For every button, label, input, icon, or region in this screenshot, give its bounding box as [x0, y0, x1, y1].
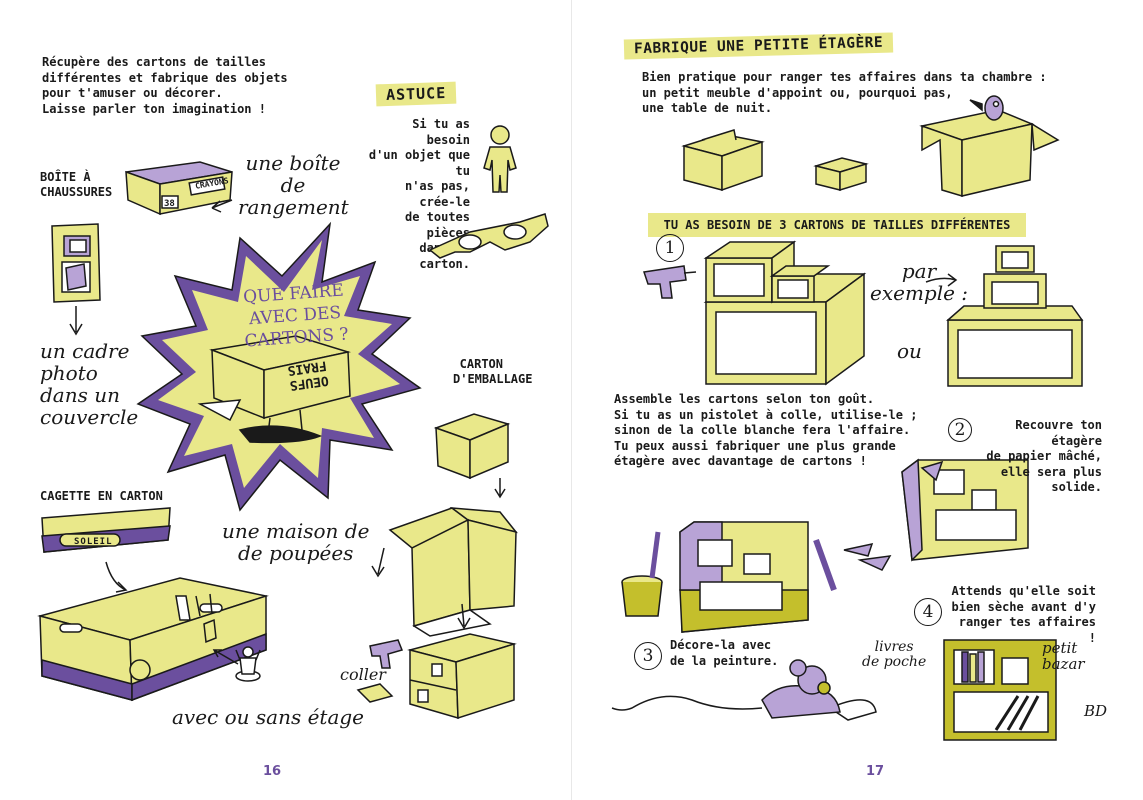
cardboard-man-icon: [483, 125, 517, 193]
pyramid-shelf-icon: [946, 245, 1084, 387]
storage-box-label: une boîte de rangement: [238, 151, 349, 219]
coller-label: coller: [340, 665, 386, 684]
step-3-text: Décore-la avec de la peinture.: [670, 638, 779, 668]
bazar-label: petit bazar: [1042, 639, 1085, 673]
bd-label: BD: [1084, 702, 1108, 720]
intro-text: Bien pratique pour ranger tes affaires d…: [642, 70, 1047, 115]
step-1-number: 1: [656, 234, 684, 262]
intro-text: Récupère des cartons de tailles différen…: [42, 55, 288, 116]
packing-box-label: CARTON D'EMBALLAGE: [453, 357, 533, 386]
open-box-bird-icon: [919, 95, 1060, 198]
paint-pot-icon: [621, 531, 663, 617]
cagette-icon: [41, 507, 171, 553]
dollhouse-box-icon: [407, 633, 517, 720]
books-label: livres de poche: [862, 639, 927, 670]
cardboard-glasses-icon: [428, 213, 549, 259]
closed-box-icon: [681, 129, 765, 192]
glue-gun-icon: [643, 265, 697, 299]
storage-box-icon: [125, 161, 233, 216]
step-2-number: 2: [948, 418, 972, 442]
book-spine: [571, 0, 572, 800]
astuce-text: Si tu as besoin d'un objet que tu n'as p…: [368, 117, 470, 271]
step-4-number: 4: [914, 598, 942, 626]
step-3-number: 3: [634, 642, 662, 670]
step-2-text: Recouvre ton étagère de papier mâché, el…: [986, 418, 1102, 494]
papier-mache-shelf-icon: [901, 458, 1029, 562]
page-16: Récupère des cartons de tailles différen…: [0, 0, 571, 800]
need-banner: TU AS BESOIN DE 3 CARTONS DE TAILLES DIF…: [648, 213, 1026, 237]
crate-label: CAGETTE EN CARTON: [40, 489, 163, 503]
shoebox-label: BOÎTE À CHAUSSURES: [40, 170, 113, 199]
page-17: FABRIQUE UNE PETITE ÉTAGÈRE Bien pratiqu…: [572, 0, 1143, 800]
left-illustrations: [37, 125, 549, 720]
small-box-icon: [813, 157, 869, 192]
assembled-boxes-icon: [703, 240, 867, 386]
finished-shelf-icon: [943, 639, 1057, 741]
center-title: QUE FAIRE AVEC DES CARTONS ?: [242, 280, 350, 352]
photo-frame-icon: [51, 223, 101, 303]
crate-dollhouse-icon: [37, 577, 269, 702]
page-number: 16: [263, 764, 282, 779]
photo-frame-label: un cadre photo dans un couvercle: [40, 339, 139, 429]
or-label: ou: [897, 339, 922, 363]
crate-brand: SOLEIL: [74, 537, 113, 547]
doll-figure-icon: [235, 646, 261, 682]
dollhouse-label: une maison de de poupées: [222, 519, 370, 565]
mouse-reading-icon: [611, 659, 877, 721]
size-label: 38: [164, 199, 175, 209]
painted-shelf-icon: [679, 521, 809, 633]
step-4-text: Attends qu'elle soit bien sèche avant d'…: [951, 584, 1097, 645]
egg-box-icon: [197, 335, 351, 444]
glue-gun-icon: [369, 639, 404, 669]
open-box-icon: [388, 507, 518, 637]
example-label: par exemple :: [870, 259, 969, 305]
page-number: 17: [866, 764, 885, 779]
packing-box-icon: [433, 413, 511, 480]
step-1-text: Assemble les cartons selon ton goût. Si …: [614, 392, 918, 468]
floor-label: avec ou sans étage: [172, 705, 365, 729]
right-illustrations: [611, 95, 1084, 741]
